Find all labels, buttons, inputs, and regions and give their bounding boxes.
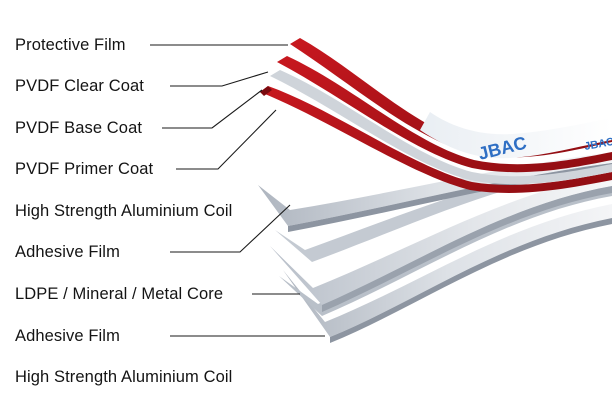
leader-line-primer-coat — [176, 109, 277, 170]
label-aluminium-coil-bottom: High Strength Aluminium Coil — [15, 368, 233, 386]
protective-film-layer: JBAC JBAC — [290, 38, 612, 164]
label-core: LDPE / Mineral / Metal Core — [15, 285, 224, 303]
primer-coat-layer — [260, 86, 612, 193]
leader-lines — [150, 44, 325, 337]
film-print-text-2: JBAC — [583, 136, 612, 153]
core-layer — [270, 174, 612, 312]
label-aluminium-coil-top: High Strength Aluminium Coil — [15, 202, 233, 220]
label-adhesive-film-lower: Adhesive Film — [15, 327, 120, 345]
label-protective-film: Protective Film — [15, 36, 126, 54]
label-pvdf-base-coat: PVDF Base Coat — [15, 119, 143, 137]
leader-line-adhesive-film-upper — [170, 204, 291, 253]
label-adhesive-film-upper: Adhesive Film — [15, 243, 120, 261]
leader-line-clear-coat — [170, 71, 269, 87]
upper-adhesive-layer — [275, 160, 612, 262]
label-pvdf-clear-coat: PVDF Clear Coat — [15, 77, 144, 95]
clear-coat-layer — [277, 56, 612, 173]
label-pvdf-primer-coat: PVDF Primer Coat — [15, 160, 154, 178]
bottom-aluminium-layer — [283, 204, 612, 343]
base-coat-layer — [270, 70, 612, 185]
leader-line-base-coat — [162, 89, 263, 129]
